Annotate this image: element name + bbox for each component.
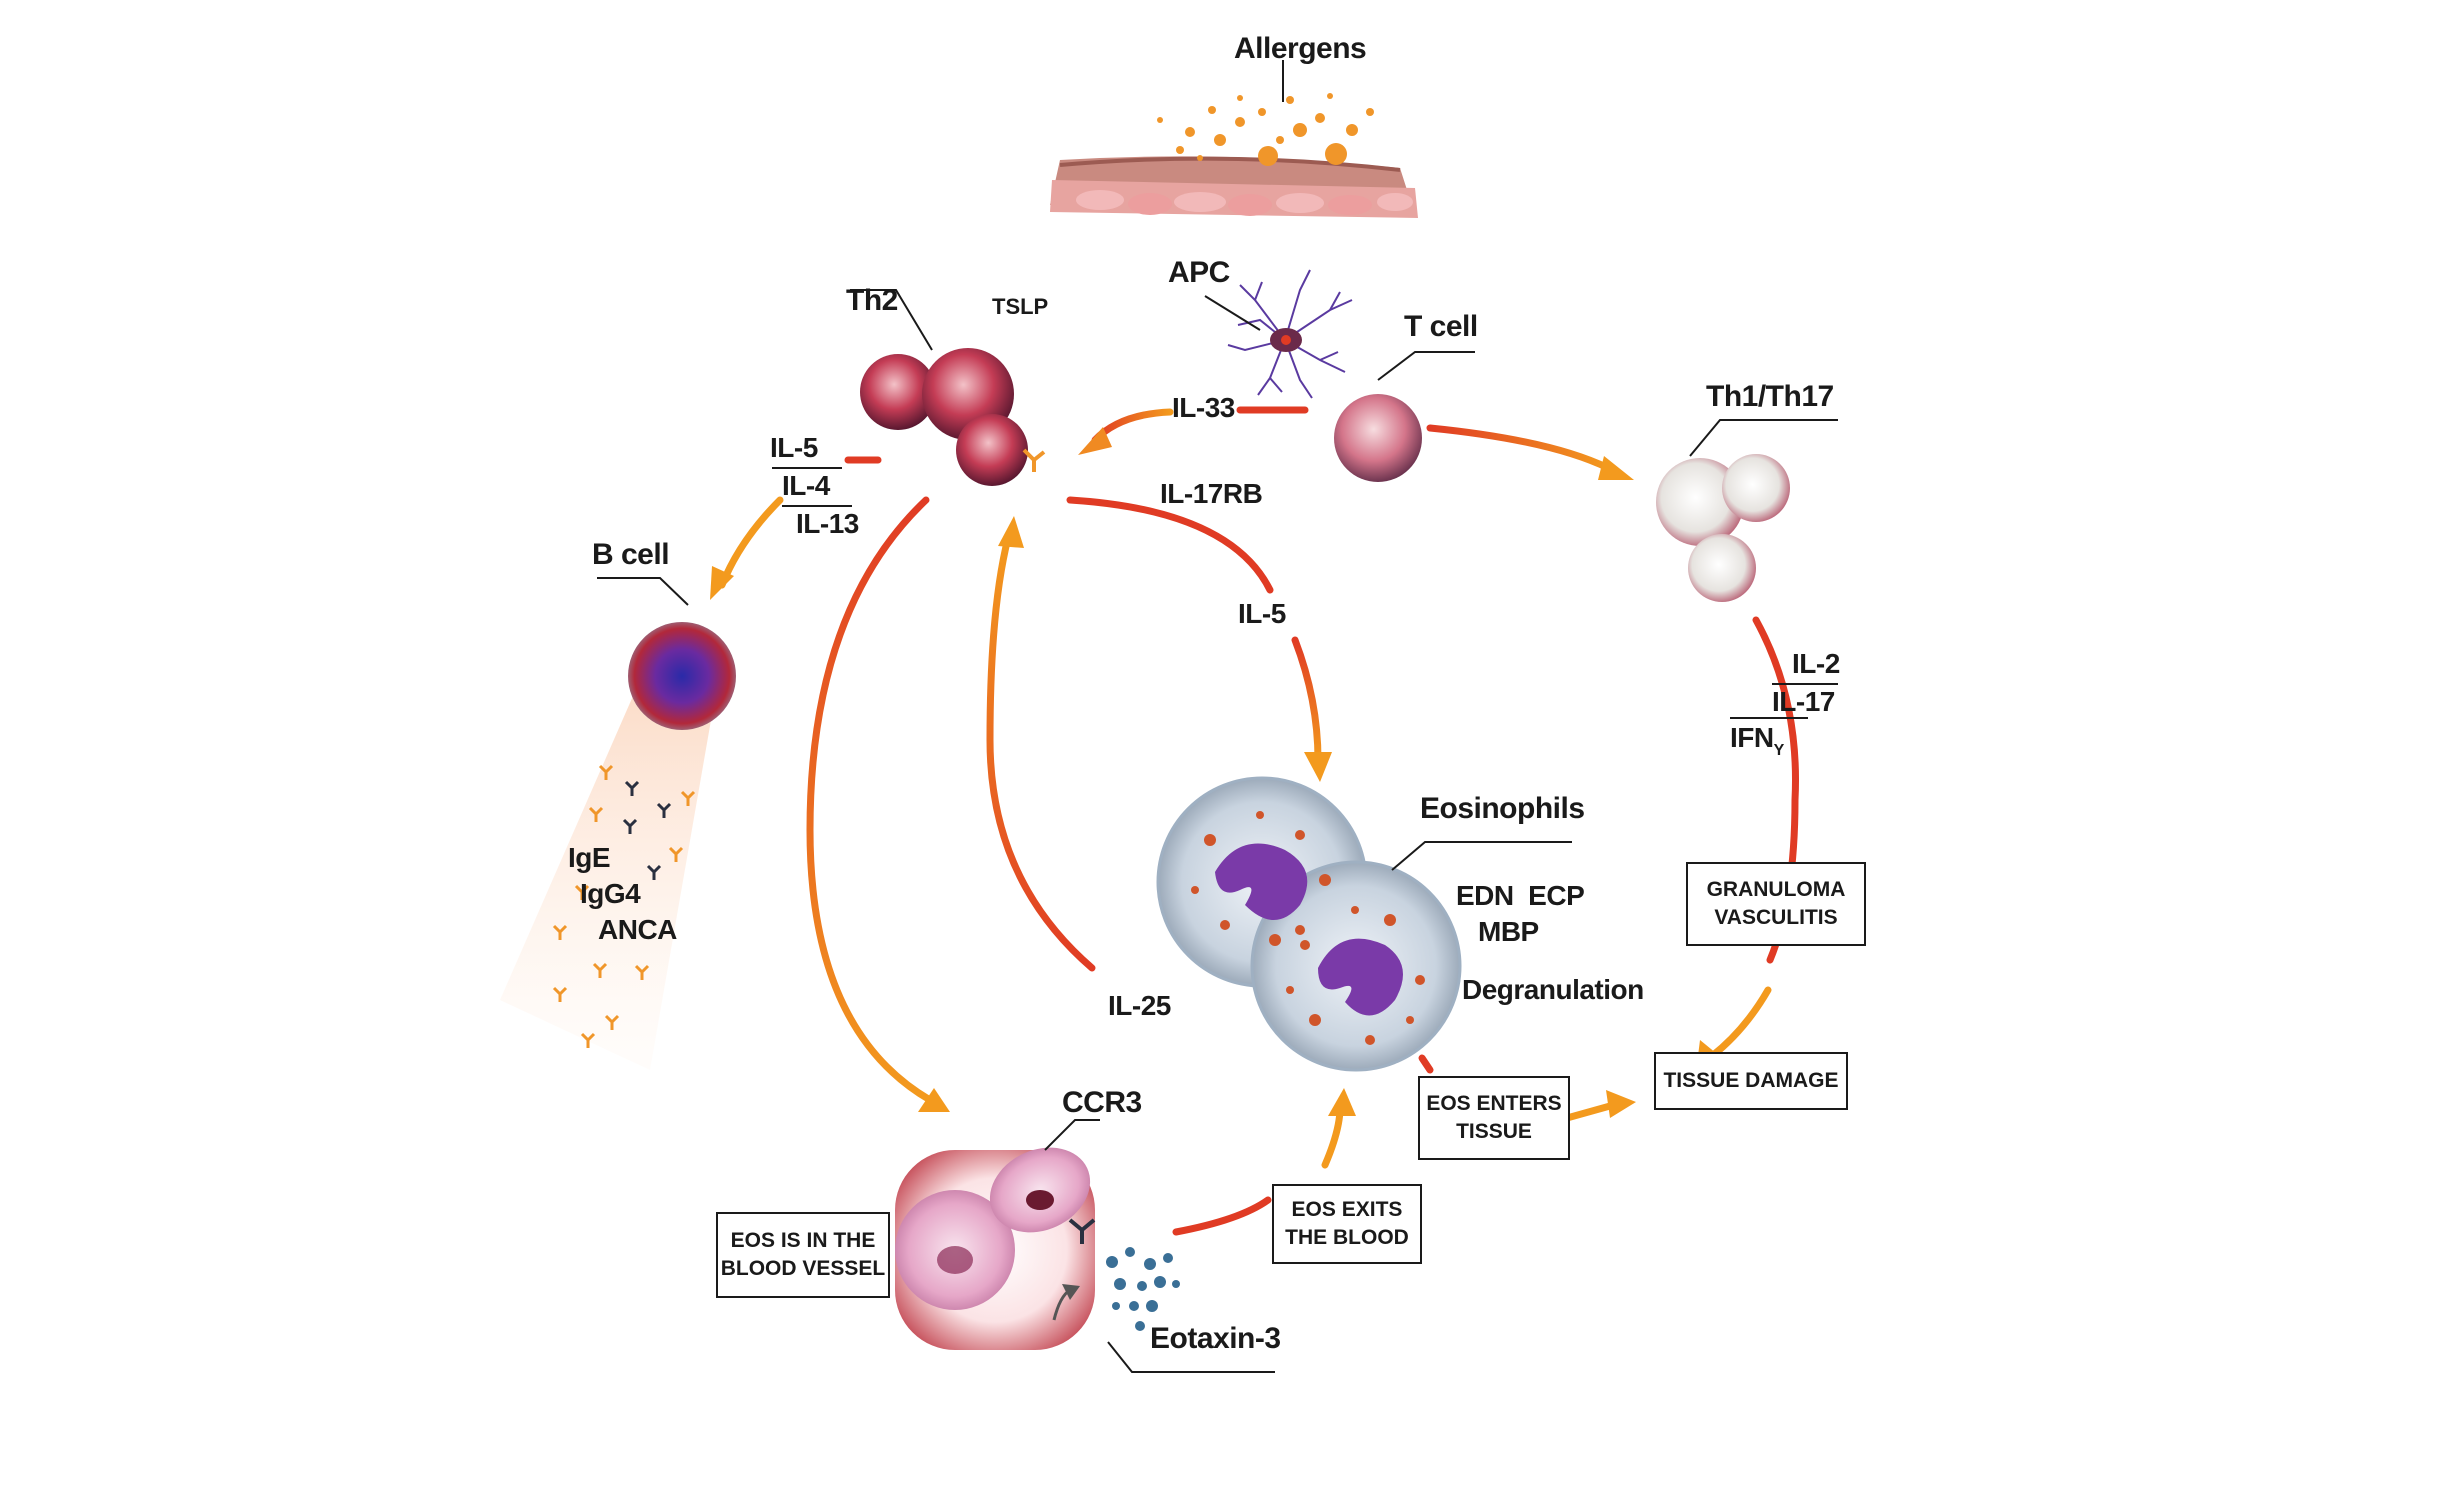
eosinophils-label: Eosinophils bbox=[1420, 792, 1585, 825]
b-cell-leader bbox=[597, 577, 689, 606]
anca-label: ANCA bbox=[598, 914, 677, 945]
il5-left-label: IL-5 bbox=[770, 432, 818, 463]
eosinophils-leader bbox=[1391, 841, 1572, 871]
eotaxin3-label: Eotaxin-3 bbox=[1150, 1322, 1281, 1355]
th1-leader bbox=[1689, 419, 1838, 457]
th2-cells bbox=[860, 348, 1028, 486]
th1-th17-cells bbox=[1656, 454, 1790, 602]
blood-vessel bbox=[895, 1147, 1095, 1350]
allergen-particles bbox=[1157, 93, 1374, 166]
cytokine-dividers bbox=[772, 467, 1838, 719]
t-cell-leader bbox=[1377, 351, 1475, 381]
ccr3-receptor bbox=[1068, 1218, 1096, 1244]
th1-th17-label: Th1/Th17 bbox=[1706, 380, 1834, 413]
arrowheads bbox=[710, 427, 1722, 1118]
eotaxin-leader bbox=[1107, 1341, 1275, 1373]
apc-cell bbox=[1227, 269, 1353, 399]
eotaxin-particles bbox=[1106, 1247, 1180, 1331]
t-cell-label: T cell bbox=[1404, 310, 1478, 343]
il5-center-label: IL-5 bbox=[1238, 598, 1286, 629]
edn-ecp-label: EDN ECP bbox=[1456, 880, 1585, 911]
ifn-gamma-label: IFNY bbox=[1730, 722, 1784, 759]
antibody-beam bbox=[500, 680, 718, 1070]
mbp-label: MBP bbox=[1478, 916, 1539, 947]
antibody-particles bbox=[552, 764, 696, 1048]
epithelium-layer bbox=[1050, 156, 1418, 218]
th2-label: Th2 bbox=[846, 284, 898, 317]
ccr3-label: CCR3 bbox=[1062, 1086, 1142, 1119]
ige-label: IgE bbox=[568, 842, 611, 873]
il33-label: IL-33 bbox=[1172, 392, 1235, 423]
il17rb-label: IL-17RB bbox=[1160, 478, 1263, 509]
il25-label: IL-25 bbox=[1108, 990, 1171, 1021]
b-cell-label: B cell bbox=[592, 538, 670, 571]
ccr3-leader bbox=[1044, 1119, 1100, 1151]
apc-leader bbox=[1204, 295, 1261, 331]
tslp-label: TSLP bbox=[992, 294, 1049, 319]
il4-label: IL-4 bbox=[782, 470, 830, 501]
degranulation-label: Degranulation bbox=[1462, 974, 1644, 1005]
eosinophil-cells bbox=[1156, 776, 1462, 1072]
b-cell bbox=[628, 622, 736, 730]
igg4-label: IgG4 bbox=[580, 878, 641, 909]
apc-label: APC bbox=[1168, 256, 1230, 289]
il2-label: IL-2 bbox=[1792, 648, 1840, 679]
allergens-label: Allergens bbox=[1234, 32, 1367, 65]
il17-label: IL-17 bbox=[1772, 686, 1835, 717]
t-cell bbox=[1334, 394, 1422, 482]
antibody-y-icon bbox=[1022, 448, 1046, 472]
tissue-damage-box: TISSUE DAMAGE bbox=[1654, 1052, 1848, 1110]
th2-leader bbox=[850, 289, 933, 351]
il13-label: IL-13 bbox=[796, 508, 859, 539]
